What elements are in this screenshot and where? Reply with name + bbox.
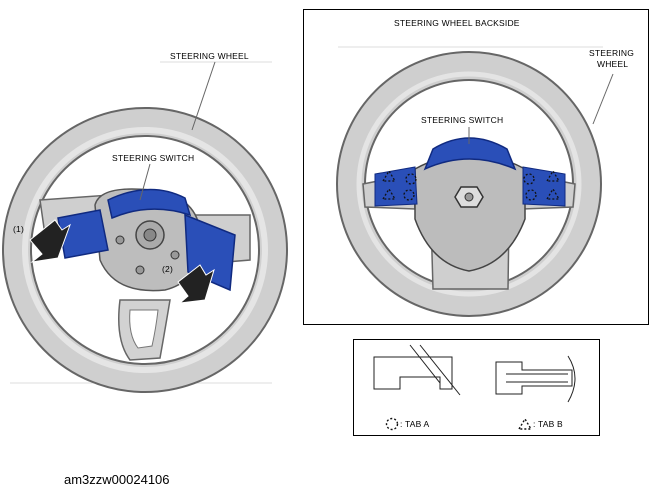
removal-arrow-2: [177, 264, 215, 304]
tab-a-symbol-icon: [385, 417, 399, 431]
label-steering-wheel: STEERING WHEEL: [170, 51, 249, 61]
tab-b-symbol-icon: [517, 417, 533, 430]
marker-2: (2): [162, 264, 173, 274]
removal-arrow-1: [29, 219, 71, 263]
tab-b-label: : TAB B: [533, 419, 563, 429]
backside-label-switch: STEERING SWITCH: [421, 115, 504, 125]
marker-1: (1): [13, 224, 24, 234]
left-steering-wheel-illustration: [2, 61, 288, 393]
backside-label-wheel-line1: STEERING: [589, 48, 635, 58]
figure-id: am3zzw00024106: [64, 472, 170, 487]
legend-frame: [353, 339, 600, 436]
steering-switch-top-part: [107, 188, 192, 220]
backside-steering-wheel-illustration: [336, 46, 614, 317]
tab-a-detail-diagram: [373, 344, 461, 396]
tab-b-detail-diagram: [495, 355, 576, 403]
tab-a-label: : TAB A: [400, 419, 430, 429]
backside-view-frame: [303, 9, 649, 325]
backside-steering-switch: [423, 137, 517, 171]
backside-label-wheel-line2: WHEEL: [597, 59, 629, 69]
backside-title: STEERING WHEEL BACKSIDE: [394, 18, 520, 28]
label-steering-switch: STEERING SWITCH: [112, 153, 195, 163]
